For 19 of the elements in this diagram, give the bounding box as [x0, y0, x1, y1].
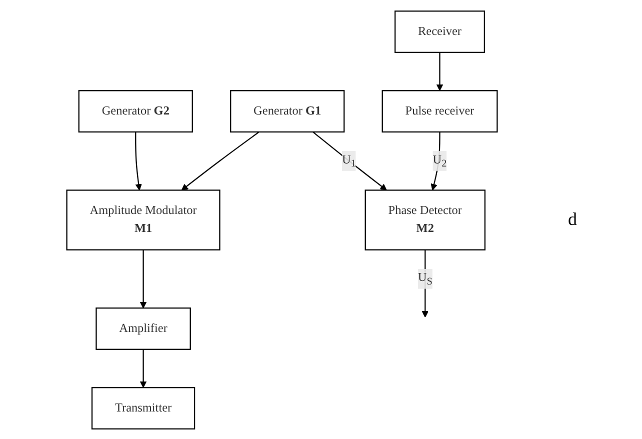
arrow: [140, 249, 147, 308]
arrow: [436, 52, 444, 90]
node-box: Pulse receiver: [382, 90, 498, 132]
node-box: Amplifier: [96, 307, 191, 350]
node-box: Phase Detector M2: [364, 189, 486, 250]
arrow: [135, 131, 142, 190]
node-box: Generator G1: [230, 90, 345, 132]
edge-label: U$_{S}$: [418, 270, 432, 286]
arrow: [312, 130, 387, 190]
node-box: Receiver: [394, 10, 485, 52]
arrow: [140, 348, 147, 388]
edge-label: U$_{1}$: [342, 152, 356, 168]
node-box: Amplitude Modulator M1: [66, 189, 220, 250]
node-box: Generator G2: [78, 90, 193, 132]
distance-label: d: [568, 209, 578, 230]
node-box: Transmitter: [91, 386, 196, 429]
arrow: [430, 131, 440, 190]
arrow: [181, 130, 260, 190]
edge-label: U$_{2}$: [432, 152, 447, 168]
